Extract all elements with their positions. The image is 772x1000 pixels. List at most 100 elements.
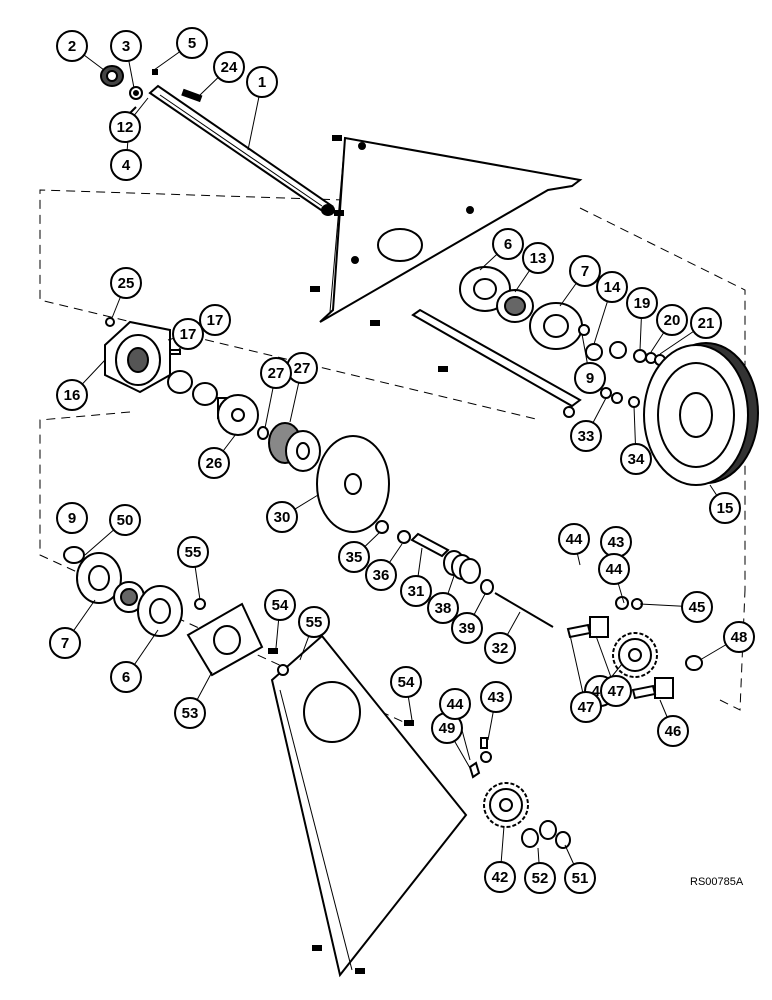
lower-plate-bolts: [268, 648, 414, 974]
callout-number: 1: [258, 74, 266, 91]
bushings: [167, 370, 218, 406]
callout-number: 7: [61, 635, 69, 652]
pulley-nuts: [600, 387, 640, 408]
callout-54: 54: [390, 666, 422, 698]
callout-number: 45: [689, 599, 706, 616]
callout-number: 49: [439, 720, 456, 737]
callout-circle: [439, 688, 471, 720]
callout-number: 35: [346, 549, 363, 566]
callout-number: 53: [182, 705, 199, 722]
callout-number: 46: [665, 723, 682, 740]
callout-circle: [260, 357, 292, 389]
callout-circle: [596, 271, 628, 303]
callout-circle: [198, 447, 230, 479]
clutch-hub: [268, 422, 321, 472]
sprocket-upper: [612, 632, 658, 678]
callout-circle: [484, 632, 516, 664]
callout-15: 15: [709, 492, 741, 524]
callout-number: 17: [180, 326, 197, 343]
callout-number: 39: [459, 620, 476, 637]
callout-number: 6: [122, 669, 130, 686]
callout-number: 32: [492, 640, 509, 657]
callout-number: 30: [274, 509, 291, 526]
flange-lower-50: [63, 546, 85, 564]
hub-nut: [100, 65, 124, 87]
callout-16: 16: [56, 379, 88, 411]
callout-26: 26: [198, 447, 230, 479]
callout-number: 7: [581, 263, 589, 280]
mounting-plate: [186, 602, 264, 677]
callout-6: 6: [492, 228, 524, 260]
callout-circle: [620, 443, 652, 475]
callout-47: 47: [570, 691, 602, 723]
callout-circle: [626, 287, 658, 319]
upper-group-outline: [39, 189, 746, 590]
callout-number: 21: [698, 315, 715, 332]
callout-circle: [690, 307, 722, 339]
callout-circle: [600, 675, 632, 707]
upper-support-plate: [319, 136, 583, 323]
callout-number: 27: [268, 365, 285, 382]
callout-circle: [176, 27, 208, 59]
callout-number: 43: [608, 534, 625, 551]
callout-9: 9: [574, 362, 606, 394]
callout-circle: [598, 553, 630, 585]
callout-circle: [56, 502, 88, 534]
callout-number: 14: [604, 279, 621, 296]
callout-circle: [110, 267, 142, 299]
callout-number: 6: [504, 236, 512, 253]
sleeve: [410, 532, 450, 558]
callout-circle: [110, 661, 142, 693]
callout-circle: [298, 606, 330, 638]
callout-17: 17: [172, 318, 204, 350]
callout-number: 47: [578, 699, 595, 716]
callout-43: 43: [480, 681, 512, 713]
callout-number: 5: [188, 35, 196, 52]
callout-14: 14: [596, 271, 628, 303]
callout-circle: [338, 541, 370, 573]
idler-block-lower: [631, 677, 674, 700]
washer-pair-14: [585, 341, 627, 361]
long-bolt: [494, 592, 554, 628]
callout-number: 26: [206, 455, 223, 472]
lower-side-plate: [270, 634, 468, 978]
callout-27: 27: [286, 352, 318, 384]
callout-52: 52: [524, 862, 556, 894]
callout-4: 4: [110, 149, 142, 181]
idler-block-upper: [566, 616, 609, 639]
callout-circle: [56, 30, 88, 62]
callout-circle: [110, 149, 142, 181]
sprocket-lower: [483, 782, 529, 828]
callout-6: 6: [110, 661, 142, 693]
callout-47: 47: [600, 675, 632, 707]
callout-45: 45: [681, 591, 713, 623]
flange-inner-lower: [76, 552, 122, 604]
callout-32: 32: [484, 632, 516, 664]
callout-number: 31: [408, 583, 425, 600]
callout-1: 1: [246, 66, 278, 98]
callout-44: 44: [558, 523, 590, 555]
callout-number: 17: [207, 312, 224, 329]
callout-number: 3: [122, 38, 130, 55]
callout-number: 19: [634, 295, 651, 312]
spring: [443, 550, 481, 584]
callout-number: 44: [606, 561, 623, 578]
callout-number: 48: [731, 629, 748, 646]
callout-5: 5: [176, 27, 208, 59]
callout-36: 36: [365, 559, 397, 591]
callout-number: 34: [628, 451, 645, 468]
callout-number: 44: [566, 531, 583, 548]
callout-38: 38: [427, 592, 459, 624]
callout-13: 13: [522, 242, 554, 274]
callout-circle: [213, 51, 245, 83]
callout-circle: [199, 304, 231, 336]
callout-21: 21: [690, 307, 722, 339]
callout-circle: [484, 861, 516, 893]
callout-19: 19: [626, 287, 658, 319]
callout-circle: [723, 621, 755, 653]
callout-7: 7: [569, 255, 601, 287]
callout-34: 34: [620, 443, 652, 475]
callout-25: 25: [110, 267, 142, 299]
